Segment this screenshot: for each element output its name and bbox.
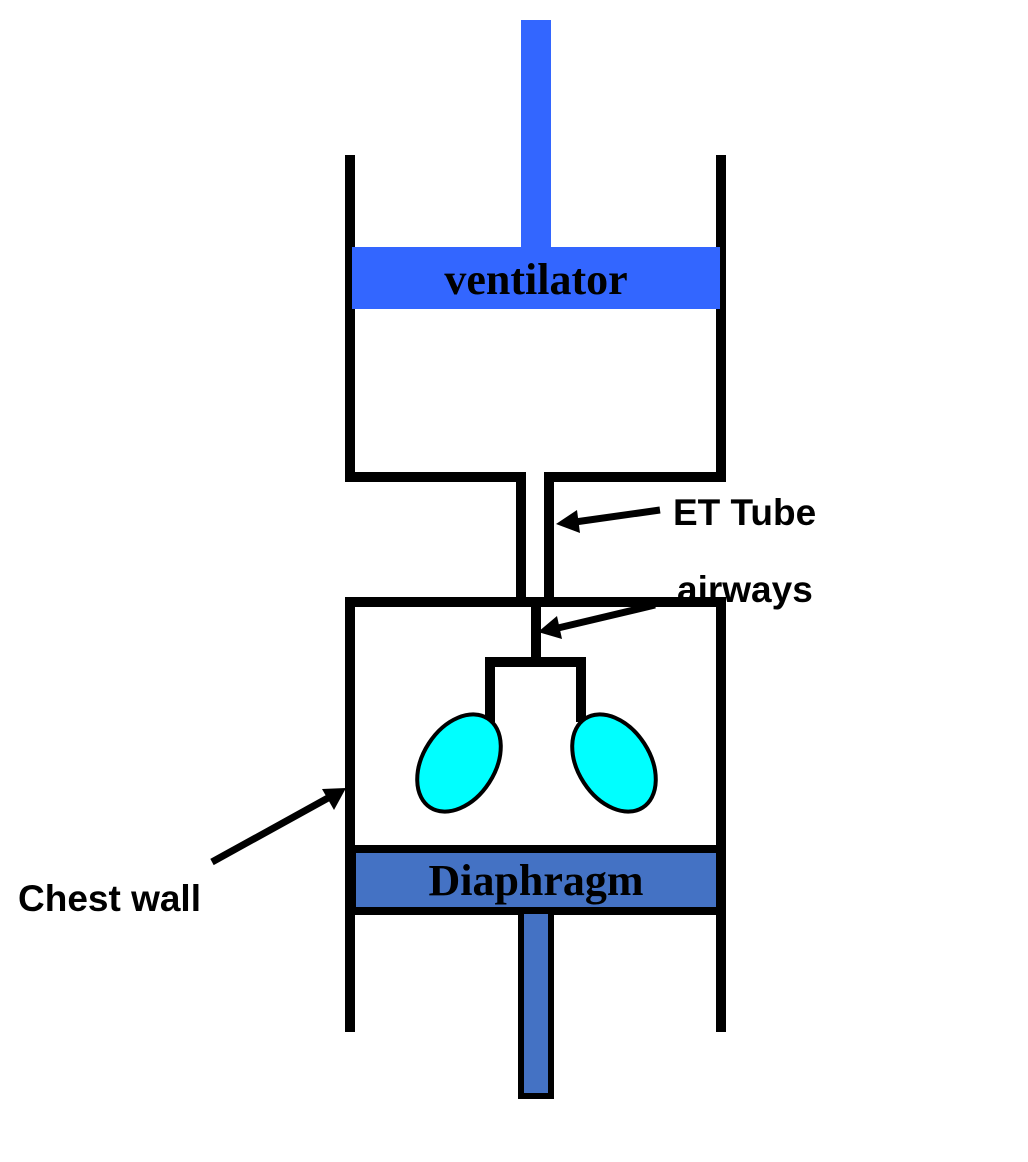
bronchi — [485, 657, 586, 722]
et-tube-label: ET Tube — [673, 492, 816, 533]
chest-wall-label: Chest wall — [18, 878, 201, 919]
airways-arrowhead — [538, 616, 562, 639]
diaphragm-label: Diaphragm — [428, 856, 643, 905]
diaphragm-rod — [518, 908, 554, 1099]
chest-wall-arrow-line — [210, 794, 330, 866]
airways-arrow-line — [557, 601, 656, 632]
right-lung — [570, 712, 658, 814]
chest-wall-arrowhead — [322, 788, 346, 810]
ventilator-label: ventilator — [444, 255, 627, 304]
airways-label: airways — [677, 569, 813, 610]
ventilator-piston — [352, 247, 720, 309]
et-tube-arrow-line — [574, 506, 661, 526]
left-lung — [415, 712, 503, 814]
ventilator-piston-rod — [521, 20, 551, 250]
ventilator-cylinder — [345, 155, 526, 600]
et-tube-arrowhead — [556, 510, 580, 533]
diaphragm-piston — [348, 845, 724, 915]
ventilator-cylinder-right — [544, 155, 726, 600]
